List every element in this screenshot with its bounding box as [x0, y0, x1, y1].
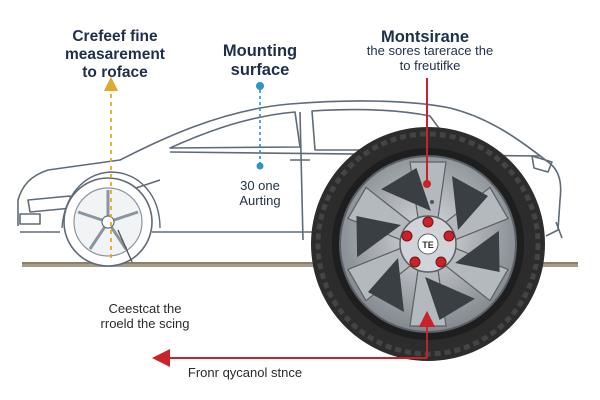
hub-text-small [430, 200, 434, 204]
center-line-label: Ceestcat the rroeld the scing [60, 301, 230, 332]
ground-line [22, 262, 578, 267]
right-subtitle-line-1: the sores tarerace the [366, 43, 494, 58]
left-measurement-label: Crefeef fine measarement to roface [30, 28, 200, 81]
right-title-label: Montsirane [380, 28, 469, 46]
center-line-label-line-2: rroeld the scing [100, 315, 190, 331]
hub-text: TE [422, 240, 434, 250]
left-title-line-1: Crefeef fine [72, 28, 158, 45]
left-title-line-2: measarement [65, 45, 165, 63]
front-distance-label: Fronr qycanol stnce [187, 365, 303, 380]
left-title-line-3: to roface [82, 63, 148, 81]
center-line-label-line-1: Ceestcat the [108, 301, 182, 316]
lug-nuts [401, 216, 455, 268]
mounting-title-line-2: surface [230, 60, 290, 79]
mounting-surface-marker [256, 82, 264, 170]
yellow-brace-line [117, 229, 133, 263]
mounting-title-line-1: Mounting [222, 42, 298, 60]
center-value-line-1: 30 one [240, 178, 280, 193]
right-subtitle-label: the sores tarerace the to freutifke [330, 43, 530, 74]
center-value-line-2: Aurting [239, 192, 281, 208]
mounting-surface-label: Mounting surface [200, 42, 320, 80]
left-wheel [61, 171, 161, 267]
center-value-label: 30 one Aurting [210, 178, 310, 209]
right-subtitle-line-2: to freutifke [399, 57, 461, 73]
featured-tire [311, 127, 545, 361]
